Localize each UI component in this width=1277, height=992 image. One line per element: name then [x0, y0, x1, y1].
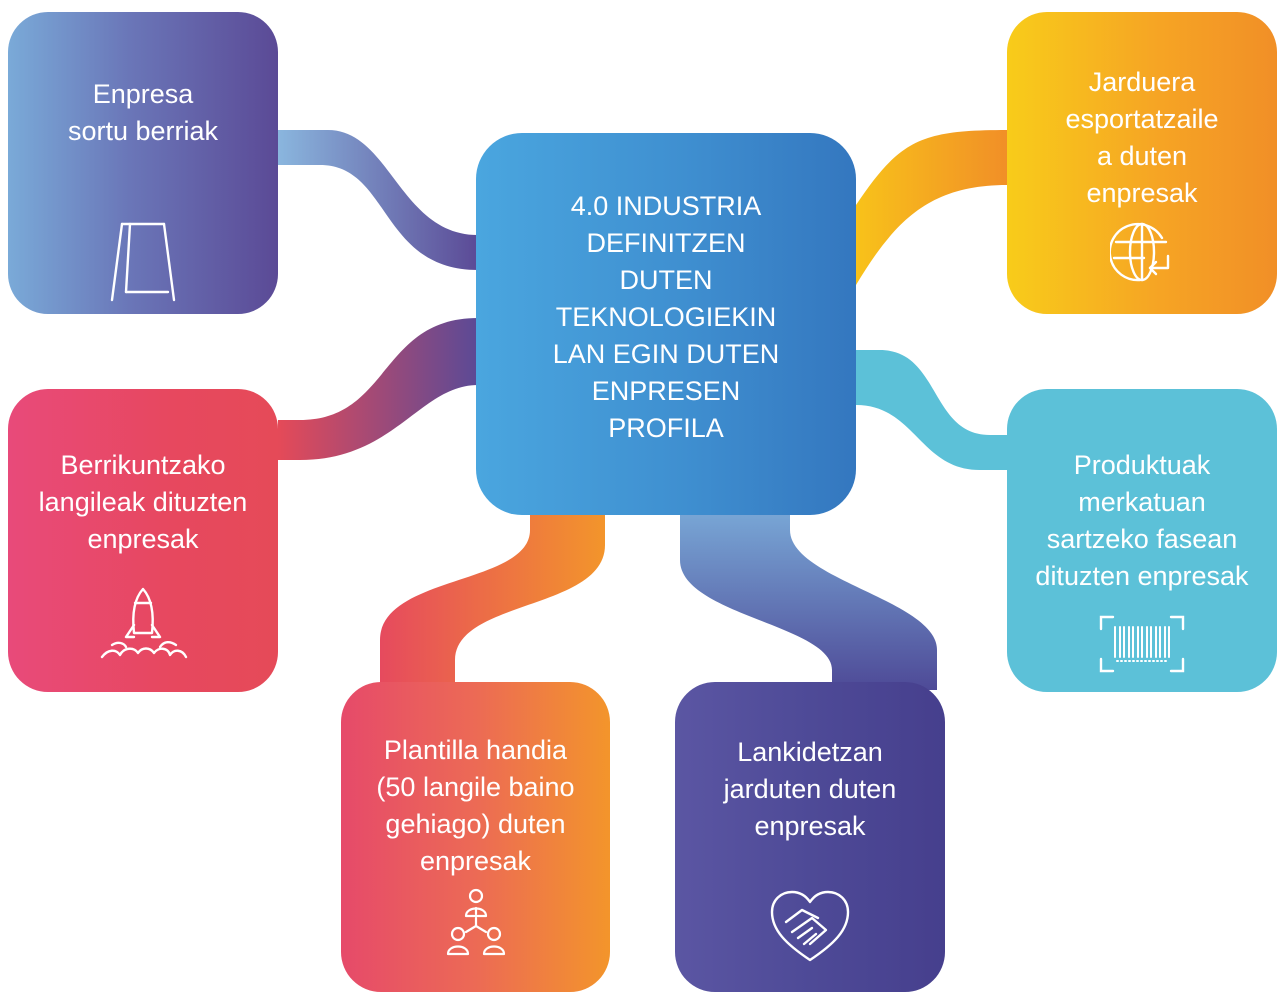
- box-plantilla-handia: Plantilla handia (50 langile baino gehia…: [341, 682, 610, 992]
- label-line: PROFILA: [608, 413, 724, 443]
- label-line: Produktuak: [1073, 450, 1211, 480]
- label-line: Berrikuntzako: [60, 450, 226, 480]
- barcode-icon: [1099, 615, 1185, 673]
- box-jarduera-esportatzailea: Jarduera esportatzaile a duten enpresak: [1007, 12, 1277, 314]
- ribbon-lankidetza: [680, 505, 937, 690]
- label-line: 4.0 INDUSTRIA: [570, 191, 762, 221]
- label-line: jarduten duten: [723, 774, 897, 804]
- label-line: enpresak: [87, 524, 199, 554]
- ribbon-plantilla: [380, 505, 605, 690]
- box-berrikuntza-label: Berrikuntzako langileak dituzten enpresa…: [8, 447, 278, 558]
- label-line: Lankidetzan: [737, 737, 883, 767]
- label-line: gehiago) duten: [385, 809, 566, 839]
- label-line: Enpresa: [92, 79, 194, 109]
- box-plantilla-label: Plantilla handia (50 langile baino gehia…: [341, 732, 610, 880]
- label-line: enpresak: [419, 846, 532, 876]
- label-line: (50 langile baino: [376, 772, 575, 802]
- box-lankidetza-label: Lankidetzan jarduten duten enpresak: [675, 734, 945, 845]
- label-line: dituzten enpresak: [1035, 561, 1249, 591]
- label-line: DUTEN: [619, 265, 713, 295]
- label-line: TEKNOLOGIEKIN: [555, 302, 777, 332]
- label-line: enpresak: [754, 811, 866, 841]
- label-line: Jarduera: [1088, 67, 1196, 97]
- box-produktuak-merkatuan: Produktuak merkatuan sartzeko fasean dit…: [1007, 389, 1277, 692]
- label-line: sortu berriak: [67, 116, 219, 146]
- box-jarduera-label: Jarduera esportatzaile a duten enpresak: [1007, 64, 1277, 212]
- center-topic-box: 4.0 INDUSTRIA DEFINITZEN DUTEN TEKNOLOGI…: [476, 133, 856, 515]
- box-berrikuntzako-langileak: Berrikuntzako langileak dituzten enpresa…: [8, 389, 278, 692]
- heart-handshake-icon: [770, 890, 850, 962]
- globe-arrow-icon: [1110, 222, 1170, 282]
- label-line: merkatuan: [1078, 487, 1206, 517]
- box-enpresa-label: Enpresa sortu berriak: [8, 76, 278, 150]
- label-line: esportatzaile: [1065, 104, 1219, 134]
- box-produktuak-label: Produktuak merkatuan sartzeko fasean dit…: [1007, 447, 1277, 595]
- label-line: langileak dituzten: [38, 487, 248, 517]
- rocket-icon: [100, 587, 188, 659]
- label-line: sartzeko fasean: [1046, 524, 1238, 554]
- label-line: a duten: [1096, 141, 1188, 171]
- center-topic-label: 4.0 INDUSTRIA DEFINITZEN DUTEN TEKNOLOGI…: [476, 188, 856, 447]
- ribbon-enpresa: [278, 130, 478, 270]
- label-line: enpresak: [1086, 178, 1198, 208]
- box-enpresa-sortu-berriak: Enpresa sortu berriak: [8, 12, 278, 314]
- label-line: ENPRESEN: [591, 376, 741, 406]
- label-line: LAN EGIN DUTEN: [552, 339, 780, 369]
- label-line: Plantilla handia: [383, 735, 568, 765]
- ribbon-produktuak: [856, 350, 1007, 470]
- label-line: DEFINITZEN: [586, 228, 746, 258]
- team-hierarchy-icon: [446, 888, 505, 956]
- box-lankidetzan: Lankidetzan jarduten duten enpresak: [675, 682, 945, 992]
- ribbon-jarduera: [856, 130, 1007, 285]
- ribbon-berrikuntza: [278, 318, 478, 460]
- easel-icon: [110, 222, 176, 302]
